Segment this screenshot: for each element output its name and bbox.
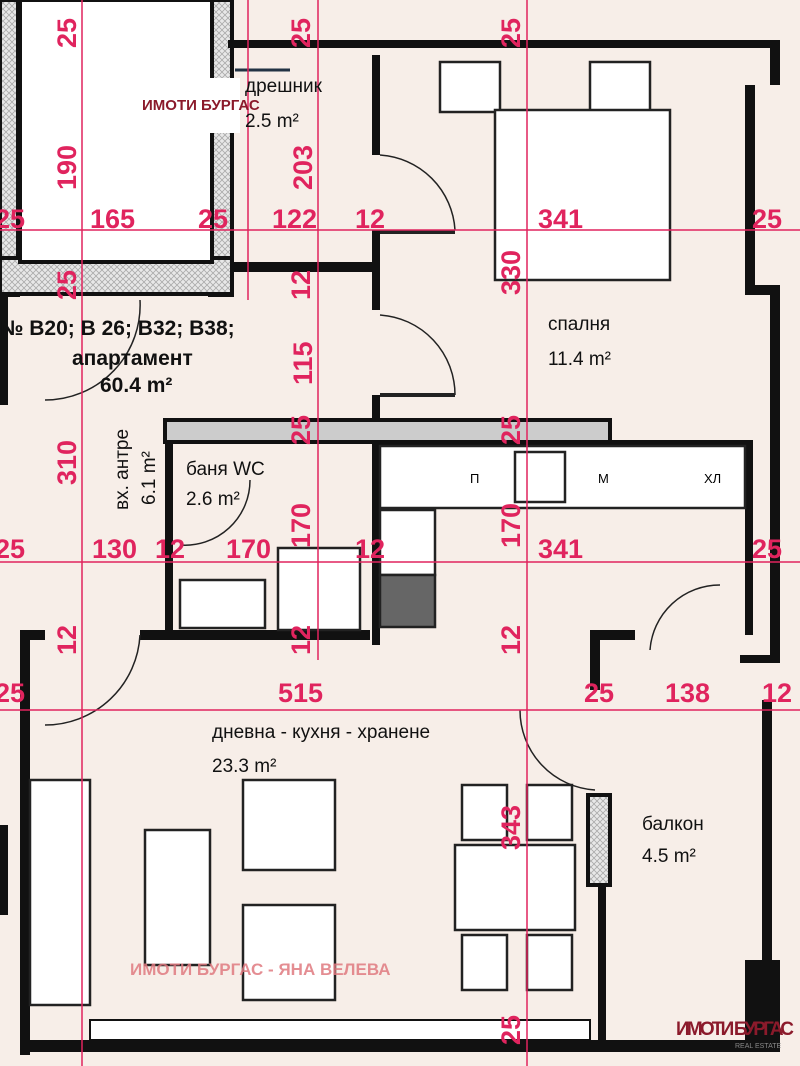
dimension-label: 330 bbox=[496, 250, 526, 295]
dimension-label: 25 bbox=[0, 534, 25, 564]
bathroom-area: 2.6 m² bbox=[186, 489, 240, 510]
dimension-label: 515 bbox=[278, 678, 323, 708]
dimension-label: 343 bbox=[496, 805, 526, 850]
dimension-label: 12 bbox=[762, 678, 792, 708]
dimension-label: 12 bbox=[355, 534, 385, 564]
dimension-label: 25 bbox=[52, 270, 82, 300]
doors bbox=[44, 154, 721, 791]
dimension-labels: 25 165 25 122 12 341 25 25 130 12 170 12… bbox=[0, 18, 792, 1045]
dimension-label: 25 bbox=[198, 204, 228, 234]
entrance-name: вх. антре bbox=[112, 429, 133, 510]
logo-top: ИМОТИ БУРГАС bbox=[138, 78, 260, 133]
living-area: 23.3 m² bbox=[212, 756, 276, 777]
kitchen-label-hl: ХЛ bbox=[704, 471, 721, 486]
dimension-label: 341 bbox=[538, 534, 583, 564]
balcony-area: 4.5 m² bbox=[642, 846, 696, 867]
dimension-label: 170 bbox=[226, 534, 271, 564]
kitchen-label-p: П bbox=[470, 471, 479, 486]
dimension-label: 12 bbox=[355, 204, 385, 234]
dimension-label: 341 bbox=[538, 204, 583, 234]
dimension-label: 25 bbox=[0, 204, 25, 234]
dimension-label: 25 bbox=[496, 415, 526, 445]
closet-name: дрешник bbox=[245, 76, 323, 97]
dimension-label: 25 bbox=[496, 18, 526, 48]
balcony-name: балкон bbox=[642, 814, 704, 835]
dimension-label: 25 bbox=[286, 18, 316, 48]
dimension-label: 25 bbox=[52, 18, 82, 48]
dimension-label: 122 bbox=[272, 204, 317, 234]
room-labels: дрешник 2.5 m² № B20; B 26; B32; B38; ап… bbox=[0, 76, 721, 867]
dimension-label: 12 bbox=[496, 625, 526, 655]
dimension-label: 138 bbox=[665, 678, 710, 708]
dimension-label: 12 bbox=[286, 625, 316, 655]
bathroom-name: баня WC bbox=[186, 459, 265, 480]
label: ИМОТИ БУРГАС bbox=[142, 97, 260, 114]
dimension-label: 12 bbox=[155, 534, 185, 564]
dimension-label: 12 bbox=[52, 625, 82, 655]
apartment-name: апартамент bbox=[72, 347, 193, 370]
dimension-label: 25 bbox=[584, 678, 614, 708]
dimension-label: 310 bbox=[52, 440, 82, 485]
dimension-label: 12 bbox=[286, 270, 316, 300]
furniture bbox=[28, 60, 747, 1041]
dimension-label: 130 bbox=[92, 534, 137, 564]
dimension-label: 25 bbox=[286, 415, 316, 445]
apartment-numbers: № B20; B 26; B32; B38; bbox=[0, 317, 235, 340]
dimension-label: 170 bbox=[496, 503, 526, 548]
dimension-label: 115 bbox=[288, 341, 318, 385]
entrance-area: 6.1 m² bbox=[139, 451, 160, 505]
kitchen-label-m: М bbox=[598, 471, 609, 486]
dimension-label: 25 bbox=[752, 204, 782, 234]
living-name: дневна - кухня - хранене bbox=[212, 722, 430, 743]
dimension-label: 25 bbox=[0, 678, 25, 708]
walls bbox=[0, 40, 780, 1055]
logo-bottom: ИМОТИ БУРГАС REAL ESTATE bbox=[676, 1019, 794, 1050]
closet-area: 2.5 m² bbox=[245, 111, 299, 132]
bedroom-area: 11.4 m² bbox=[548, 349, 611, 370]
dimension-label: 203 bbox=[288, 145, 318, 190]
bedroom-name: спалня bbox=[548, 314, 610, 335]
dimension-label: 190 bbox=[52, 145, 82, 190]
label: ИМОТИ БУРГАС bbox=[676, 1019, 794, 1040]
dimension-label: 25 bbox=[752, 534, 782, 564]
dimension-label: 165 bbox=[90, 204, 135, 234]
label: REAL ESTATE bbox=[735, 1043, 781, 1050]
apartment-area: 60.4 m² bbox=[100, 374, 172, 397]
watermark: ИМОТИ БУРГАС - ЯНА ВЕЛЕВА bbox=[130, 960, 391, 979]
dimension-label: 25 bbox=[496, 1015, 526, 1045]
dimension-label: 170 bbox=[286, 503, 316, 548]
